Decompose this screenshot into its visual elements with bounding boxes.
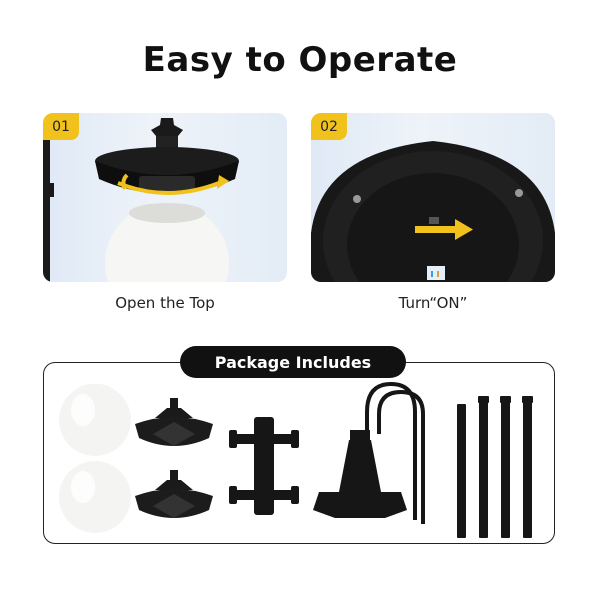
package-parts [59, 381, 533, 538]
globe-shade-icon [59, 461, 131, 533]
lamp-cap-icon [95, 147, 239, 175]
globe-shade-icon [59, 384, 131, 456]
pole-segment-icon [457, 396, 533, 538]
page-title: Easy to Operate [142, 40, 458, 80]
screw-icon [515, 189, 523, 197]
step-2-badge: 02 [311, 113, 347, 140]
package-title: Package Includes [180, 346, 406, 378]
hook-arm-icon [365, 381, 425, 524]
step-2-panel: 02 [311, 113, 555, 282]
step-2-caption: Turn“ON” [398, 294, 468, 312]
step-1-caption: Open the Top [115, 294, 215, 312]
step-1-badge: 01 [43, 113, 79, 140]
post-base-icon [313, 430, 407, 518]
switch-on-illustration [311, 141, 555, 282]
lamp-cap-icon [135, 470, 213, 518]
post-connector-icon [229, 417, 299, 515]
finial-icon [151, 118, 183, 136]
power-switch-icon [429, 217, 439, 224]
step-1-panel: 01 [43, 113, 287, 282]
led-icon [427, 266, 445, 280]
globe-icon [105, 203, 229, 282]
open-top-illustration [43, 118, 239, 282]
lamp-pole-icon [43, 138, 50, 282]
rotate-arrow-icon [117, 181, 220, 195]
screw-icon [353, 195, 361, 203]
lamp-cap-icon [135, 398, 213, 446]
right-arrow-icon [415, 226, 455, 233]
